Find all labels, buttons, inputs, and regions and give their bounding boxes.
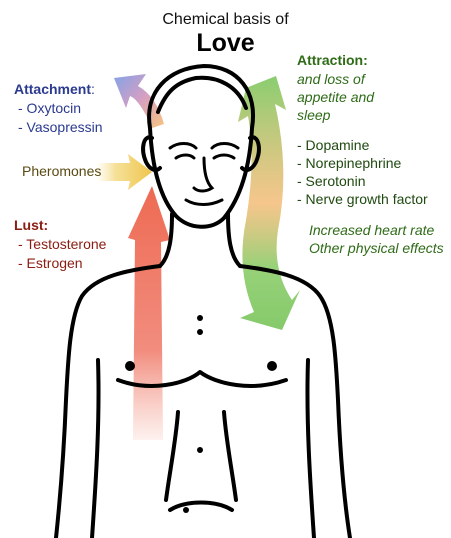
attachment-heading: Attachment:: [14, 82, 95, 96]
lust-heading: Lust:: [14, 218, 48, 232]
attraction-subtitle-line: sleep: [297, 108, 330, 122]
page-title: Love: [0, 31, 451, 56]
attachment-heading-colon: :: [91, 81, 95, 97]
title-top: Chemical basis of: [0, 12, 451, 28]
lust-item: - Testosterone: [18, 237, 106, 251]
attraction-effect: Other physical effects: [309, 241, 444, 255]
attachment-heading-text: Attachment: [14, 81, 91, 97]
attraction-chemical: - Dopamine: [297, 138, 369, 152]
attachment-item: - Oxytocin: [18, 101, 81, 115]
attraction-chemical: - Nerve growth factor: [297, 192, 428, 206]
lust-arrow: [128, 186, 170, 440]
attachment-arrow: [114, 74, 164, 128]
lust-item: - Estrogen: [18, 256, 83, 270]
attraction-arrow: [238, 76, 300, 330]
attraction-subtitle-line: and loss of: [297, 72, 365, 86]
attraction-chemical: - Serotonin: [297, 174, 365, 188]
attachment-item: - Vasopressin: [18, 120, 103, 134]
face: [170, 144, 238, 205]
attraction-subtitle-line: appetite and: [297, 90, 374, 104]
attraction-effect: Increased heart rate: [309, 223, 434, 237]
attraction-heading: Attraction:: [297, 53, 368, 67]
attraction-chemical: - Norepinephrine: [297, 156, 401, 170]
pheromones-label: Pheromones: [22, 164, 101, 178]
